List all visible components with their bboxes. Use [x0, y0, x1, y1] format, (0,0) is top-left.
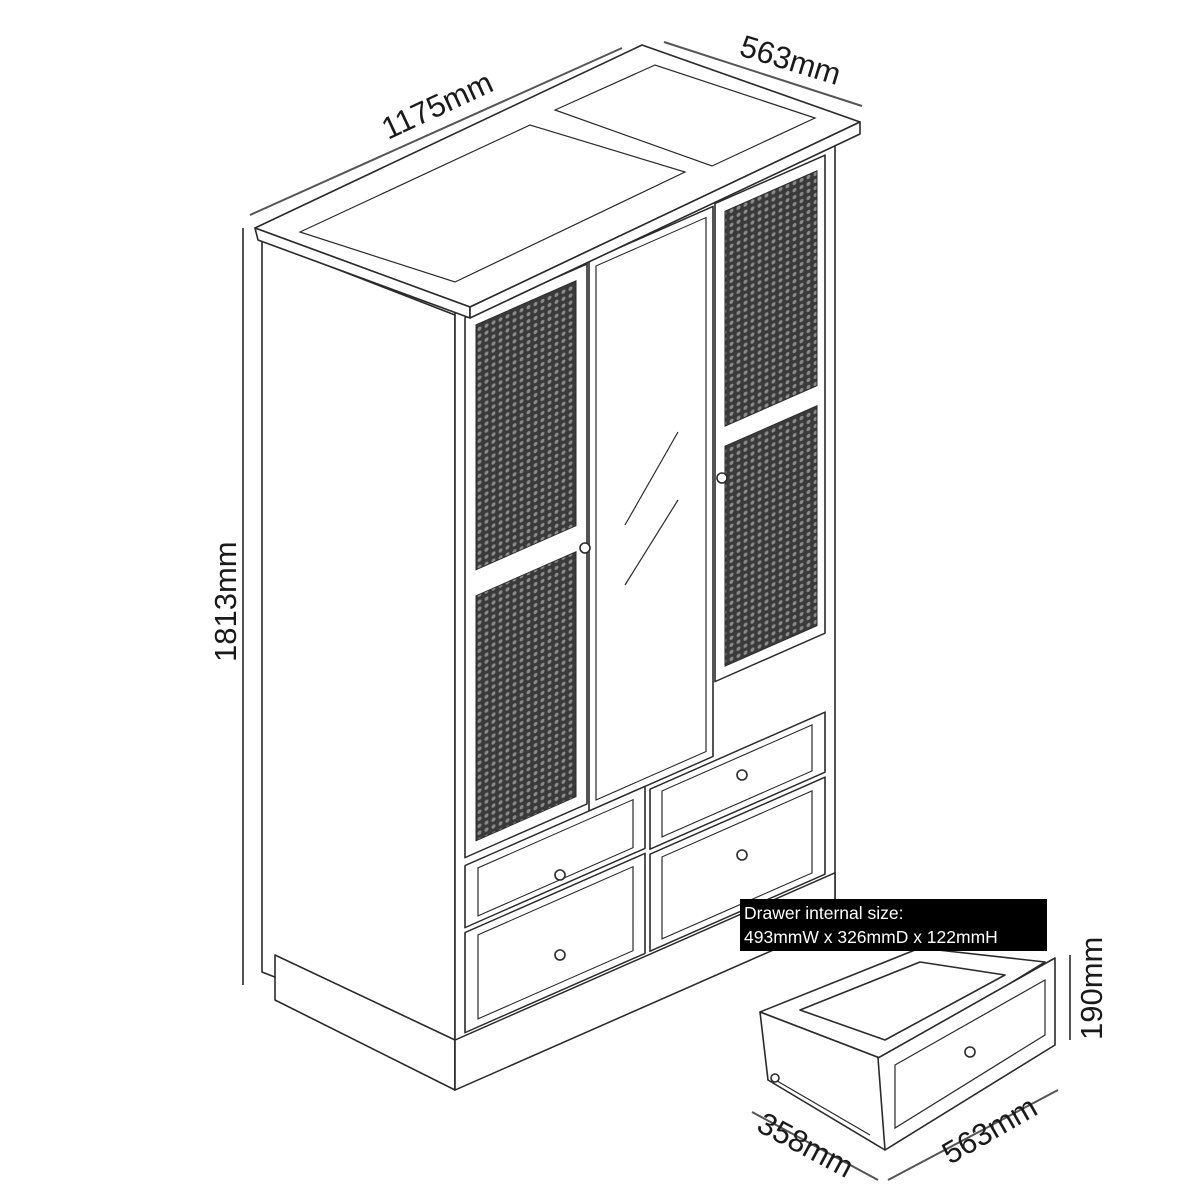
left-door-upper-mesh: [475, 280, 577, 571]
top-inset-left: [298, 124, 687, 283]
left-door-lower-mesh: [475, 551, 577, 842]
drawer-knob-icon: [964, 1046, 976, 1058]
knob-icon[interactable]: [579, 542, 591, 554]
drawer-bottom: [799, 961, 1006, 1041]
mirror-panel: [595, 216, 707, 801]
right-door-upper-mesh: [724, 169, 818, 427]
dimension-lines: [242, 41, 1071, 1181]
side-panel: [261, 239, 456, 1049]
drawer-runner: [771, 1077, 871, 1136]
drawer-detail: [759, 947, 1056, 1151]
drawer-front-inset: [894, 978, 1046, 1130]
drawer-left-top[interactable]: [464, 785, 646, 929]
knob-icon[interactable]: [736, 849, 748, 861]
top-panel-edge-front: [469, 121, 861, 319]
knobs: [554, 472, 748, 961]
drawer-size-value: 493mmW x 326mmD x 122mmH: [744, 927, 998, 947]
drawer-size-label: Drawer internal size: 493mmW x 326mmD x …: [740, 899, 1047, 951]
knob-icon[interactable]: [554, 869, 566, 881]
depth-dimension-line: [663, 41, 863, 107]
mirror-reflection-line: [624, 431, 679, 526]
drawer-left-bottom[interactable]: [464, 852, 646, 1034]
drawer-depth-dimension-line: [751, 1111, 879, 1181]
height-label: 1813mm: [208, 541, 243, 662]
right-door-lower-mesh: [724, 404, 818, 667]
top-inset-right: [553, 64, 817, 167]
drawer-height-label: 190mm: [1074, 937, 1109, 1040]
runner-wheel-icon: [770, 1073, 780, 1083]
drawer-size-title: Drawer internal size:: [744, 903, 904, 923]
front-face: [454, 143, 836, 1091]
drawer-right-bottom[interactable]: [649, 776, 826, 953]
mirror-door: [588, 205, 714, 812]
knob-icon[interactable]: [736, 769, 748, 781]
knob-icon[interactable]: [716, 472, 728, 484]
drawer-width-dimension-line: [887, 1089, 1059, 1181]
knob-icon[interactable]: [554, 949, 566, 961]
drawer-right-top[interactable]: [649, 711, 826, 851]
mirror-reflection-line: [624, 499, 679, 586]
width-dimension-line: [249, 47, 623, 216]
